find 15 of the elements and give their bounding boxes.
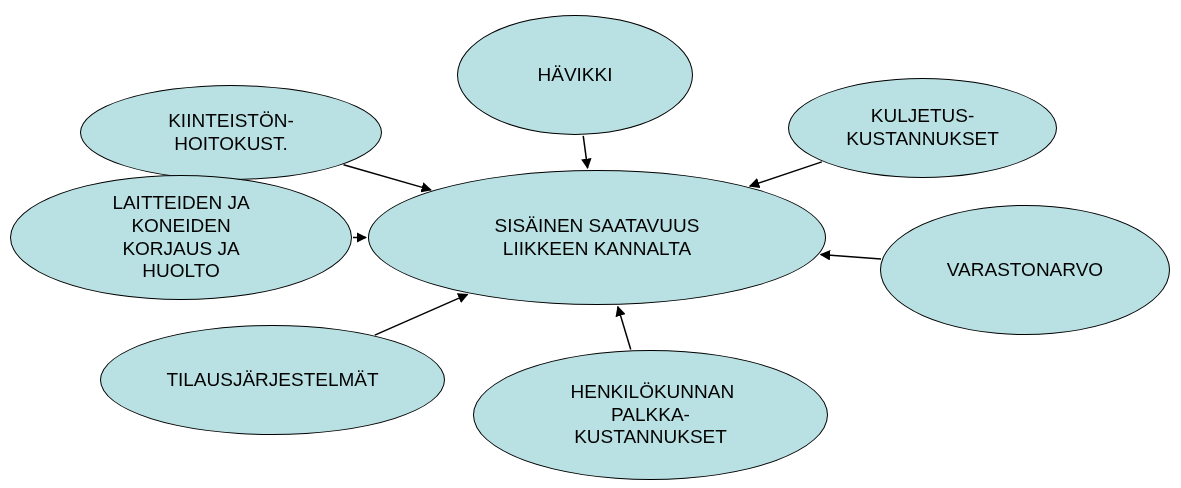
node-label: HÄVIKKI — [537, 63, 613, 87]
arrow — [819, 249, 882, 261]
node-label: KIINTEISTÖN- HOITOKUST. — [167, 109, 295, 156]
node-label: VARASTONARVO — [946, 258, 1104, 282]
node-label: SISÄINEN SAATAVUUS LIIKKEEN KANNALTA — [493, 214, 701, 261]
arrow — [615, 305, 632, 351]
arrow — [748, 161, 823, 189]
node-label: TILAUSJÄRJESTELMÄT — [166, 368, 379, 392]
arrow — [581, 135, 592, 170]
arrow — [352, 232, 368, 243]
arrow — [374, 293, 469, 336]
node-label: KULJETUS- KUSTANNUKSET — [845, 105, 1000, 151]
node-label: LAITTEIDEN JA KONEIDEN KORJAUS JA HUOLTO — [111, 191, 251, 284]
arrow — [342, 164, 432, 193]
node-label: HENKILÖKUNNAN PALKKA- KUSTANNUKSET — [570, 380, 731, 450]
